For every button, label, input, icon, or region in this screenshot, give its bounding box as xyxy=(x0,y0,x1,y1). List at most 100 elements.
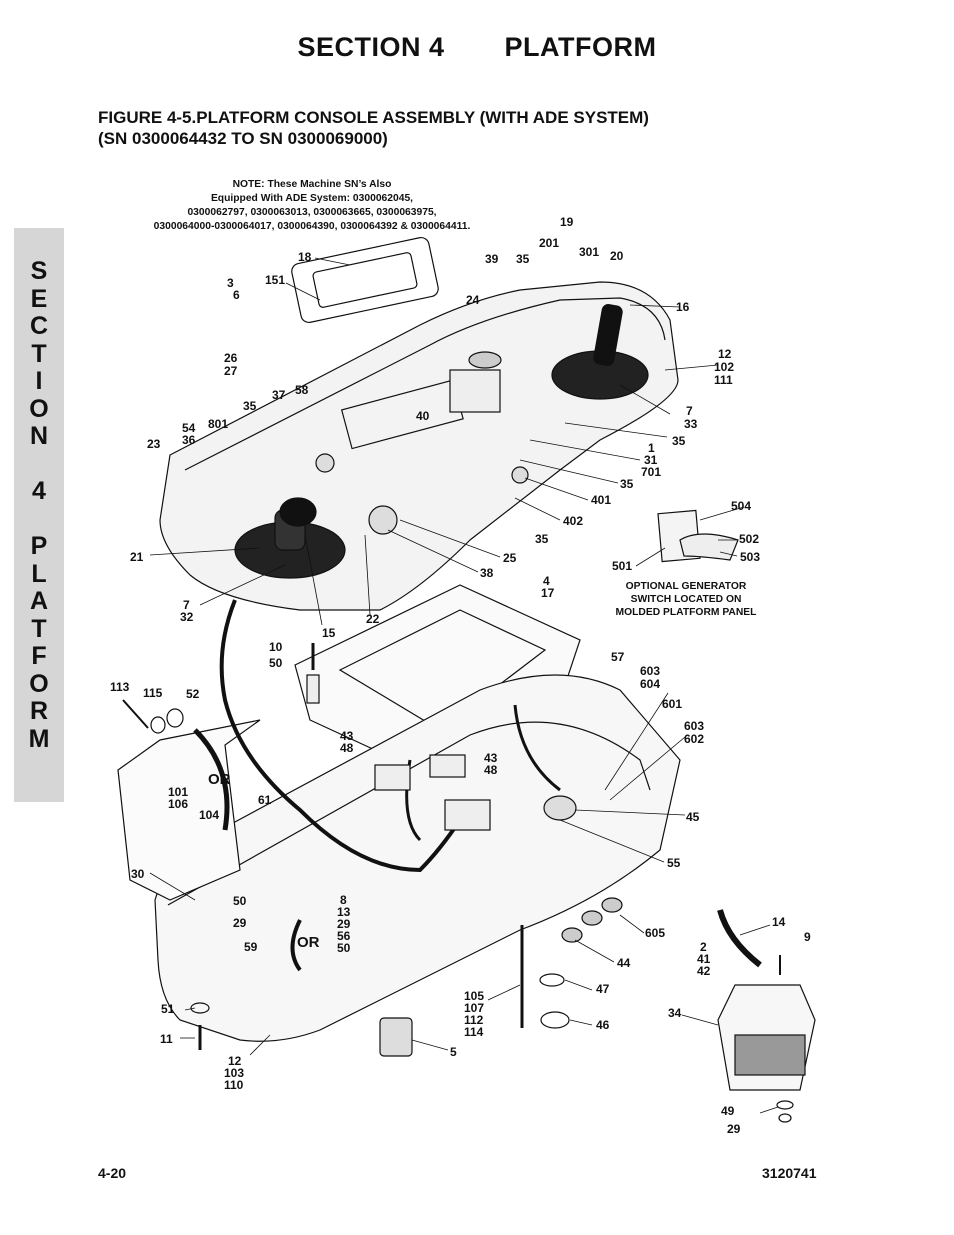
connector-43-right xyxy=(429,754,466,778)
spacer-50 xyxy=(306,674,320,704)
part-callout: 9 xyxy=(804,930,811,944)
side-tab-letter: I xyxy=(35,367,43,395)
part-callout: 301 xyxy=(579,245,599,259)
optional-generator-note: OPTIONAL GENERATOR SWITCH LOCATED ON MOL… xyxy=(604,580,768,619)
part-callout: 48 xyxy=(484,763,498,777)
part-callout: 36 xyxy=(182,433,196,447)
side-tab-letter: T xyxy=(31,339,47,368)
section-name: PLATFORM xyxy=(504,32,657,62)
part-callout: 52 xyxy=(186,687,200,701)
part-callout: 106 xyxy=(168,797,188,811)
part-callout: 50 xyxy=(269,656,283,670)
note-line1: NOTE: These Machine SN’s Also xyxy=(232,179,392,190)
foot-switch-pedal xyxy=(734,1034,806,1076)
part-callout: 35 xyxy=(243,399,257,413)
part-callout: 13 xyxy=(337,905,351,919)
side-tab-letter: T xyxy=(31,614,47,643)
part-callout: 8 xyxy=(340,893,347,907)
note-line3: 0300062797, 0300063013, 0300063665, 0300… xyxy=(187,207,437,218)
part-callout: 30 xyxy=(131,867,145,881)
or-label-upper: OR xyxy=(208,771,231,788)
optional-note-line1: OPTIONAL GENERATOR xyxy=(625,581,747,592)
part-callout: 33 xyxy=(684,417,698,431)
part-callout: 7 xyxy=(686,404,693,418)
plug-115 xyxy=(166,708,184,728)
optional-note-line2: SWITCH LOCATED ON xyxy=(630,594,742,605)
part-callout: 801 xyxy=(208,417,228,431)
side-tab-letter: 4 xyxy=(32,477,46,505)
part-callout: 107 xyxy=(464,1001,484,1015)
part-callout: 34 xyxy=(668,1006,682,1020)
part-callout: 11 xyxy=(160,1032,173,1046)
lower-box-lip xyxy=(167,721,651,906)
knob-25 xyxy=(368,505,398,535)
part-callout: 46 xyxy=(596,1018,610,1032)
part-callout: 19 xyxy=(560,215,574,229)
note-line2: Equipped With ADE System: 0300062045, xyxy=(210,193,414,204)
part-callout: 32 xyxy=(180,610,194,624)
mounting-frame-inner xyxy=(338,609,547,731)
buzzer-5 xyxy=(379,1017,413,1057)
part-callout: 49 xyxy=(721,1104,735,1118)
part-callout: 504 xyxy=(731,499,751,513)
leader-lines xyxy=(149,257,779,1114)
serial-note: NOTE: These Machine SN’s Also Equipped W… xyxy=(112,178,512,234)
side-tab-letter: O xyxy=(29,394,49,423)
display-bezel xyxy=(291,236,439,324)
part-callout: 1 xyxy=(648,441,655,455)
connector-45 xyxy=(543,795,577,821)
part-callout: 151 xyxy=(265,273,285,287)
part-callout: 503 xyxy=(740,550,760,564)
cover-lid xyxy=(117,719,261,901)
or-arrow-lower xyxy=(290,919,302,972)
part-callout: 3 xyxy=(227,276,234,290)
part-callout: 402 xyxy=(563,514,583,528)
side-tab-letter: N xyxy=(29,422,49,450)
part-callout: 29 xyxy=(337,917,351,931)
knob-401 xyxy=(511,466,529,484)
part-callout: 112 xyxy=(464,1013,484,1027)
part-callout: 502 xyxy=(739,532,759,546)
part-callout: 401 xyxy=(591,493,611,507)
optional-note-line3: MOLDED PLATFORM PANEL xyxy=(615,607,757,618)
part-callout: 601 xyxy=(662,697,682,711)
part-callout: 48 xyxy=(340,741,354,755)
part-callout: 59 xyxy=(244,940,258,954)
nut-29 xyxy=(778,1113,792,1123)
diagram-drawing xyxy=(117,236,816,1123)
or-arrow-upper xyxy=(193,728,230,831)
part-callout: 25 xyxy=(503,551,517,565)
part-callout: 38 xyxy=(480,566,494,580)
part-callout: 110 xyxy=(224,1078,244,1092)
part-callout: 16 xyxy=(676,300,690,314)
figure-title-line2: (SN 0300064432 TO SN 0300069000) xyxy=(98,129,388,148)
connector-43-left xyxy=(374,764,411,791)
part-callout: 603 xyxy=(640,664,660,678)
washer-51 xyxy=(190,1002,210,1014)
part-callout: 10 xyxy=(269,640,283,654)
part-callout: 101 xyxy=(168,785,188,799)
part-callout: 50 xyxy=(233,894,247,908)
washer-115 xyxy=(150,716,166,734)
part-callout: 602 xyxy=(684,732,704,746)
washer-47 xyxy=(539,973,565,987)
part-callout: 501 xyxy=(612,559,632,573)
document-number: 3120741 xyxy=(762,1165,817,1181)
part-callout: 29 xyxy=(233,916,247,930)
connector-block xyxy=(444,799,491,831)
key-switch-button xyxy=(468,351,502,369)
console-panel-inner xyxy=(184,297,666,471)
side-tab-letter: M xyxy=(28,724,50,753)
part-callout: 17 xyxy=(541,586,555,600)
part-callout: 35 xyxy=(516,252,530,266)
part-callout: 111 xyxy=(714,373,733,387)
part-callout: 604 xyxy=(640,677,660,691)
part-callout: 5 xyxy=(450,1045,457,1059)
screw-113 xyxy=(122,699,149,729)
part-callout: 57 xyxy=(611,650,625,664)
part-callout: 61 xyxy=(258,793,272,807)
